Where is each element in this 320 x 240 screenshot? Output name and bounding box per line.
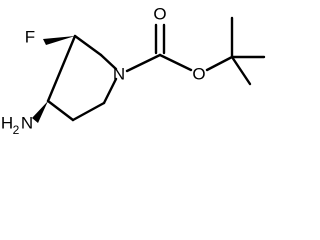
chemical-structure-diagram: F N O O H 2 N <box>1 4 266 137</box>
bond-c6-c5 <box>71 101 106 122</box>
amine-subscript-label: 2 <box>13 123 20 137</box>
bond-c5-c4 <box>46 99 75 122</box>
bond-carbonyl-ester-o <box>158 53 193 72</box>
bond-n-carbonyl <box>125 53 162 73</box>
fluorine-atom-label: F <box>25 27 35 46</box>
structure-canvas: F N O O H 2 N <box>0 0 270 140</box>
amine-h-label: H <box>1 113 13 132</box>
nitrogen-atom-label: N <box>113 64 125 83</box>
ester-oxygen-atom-label: O <box>192 64 205 83</box>
bond-n-c6 <box>102 77 118 105</box>
bond-ester-o-tbu <box>205 55 234 72</box>
carbonyl-oxygen-atom-label: O <box>153 4 166 23</box>
bond-tbu-down <box>230 55 252 86</box>
wedge-bond-fluoro <box>43 36 75 45</box>
amine-nitrogen-label: N <box>21 113 33 132</box>
wedge-bond-amino <box>32 101 48 123</box>
bond-c3-c2 <box>73 34 103 57</box>
bond-c2-n <box>99 53 118 71</box>
bond-c4-c3 <box>46 34 77 103</box>
